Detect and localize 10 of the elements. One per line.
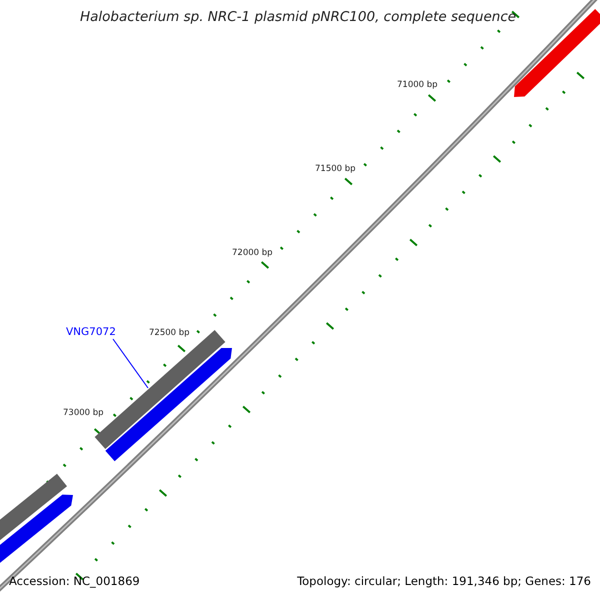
position-label: 72500 bp (149, 328, 190, 338)
leader-line (112, 338, 148, 388)
position-label: 72000 bp (232, 248, 273, 258)
position-label: 71500 bp (315, 164, 356, 174)
summary-text: Topology: circular; Length: 191,346 bp; Genes: 176 (297, 574, 591, 588)
gene-label: VNG7072 (66, 326, 116, 338)
title: Halobacterium sp. NRC-1 plasmid pNRC100, complete sequence (80, 9, 516, 25)
position-label: 71000 bp (397, 80, 438, 90)
accession-text: Accession: NC_001869 (9, 574, 140, 588)
position-label: 73000 bp (63, 408, 104, 418)
